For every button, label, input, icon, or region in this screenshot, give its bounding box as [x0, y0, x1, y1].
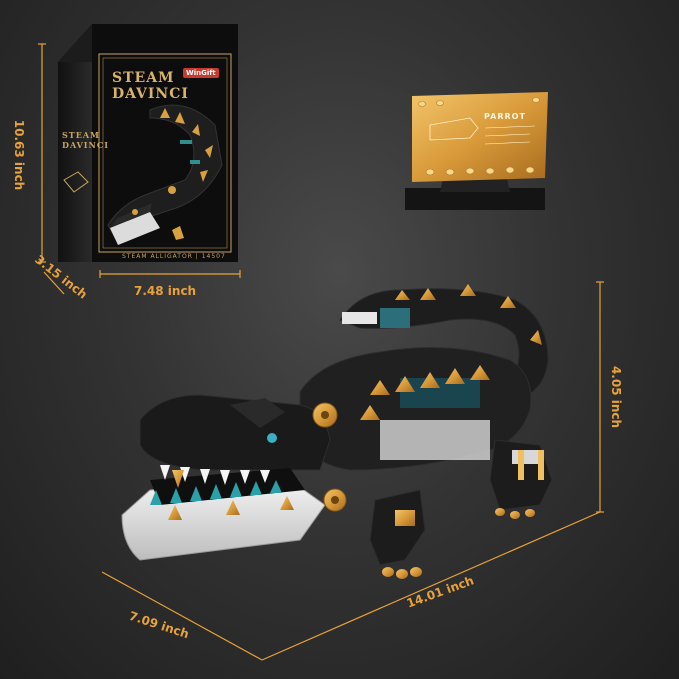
- box-caption: STEAM ALLIGATOR | 14507: [122, 253, 226, 260]
- box-side-face: [58, 24, 92, 262]
- brand-badge: WinGift: [183, 68, 219, 78]
- plate-gold-face: [412, 92, 548, 182]
- name-plate: [405, 92, 548, 210]
- alligator-model: [121, 284, 553, 579]
- dim-box-width: 7.48 inch: [134, 284, 197, 298]
- gold-spikes: [360, 284, 542, 420]
- dim-box-height: 10.63 inch: [12, 119, 27, 191]
- box-side-title-line2: DAVINCI: [62, 140, 109, 150]
- product-box: [58, 24, 238, 262]
- box-cover-alligator: [107, 104, 223, 245]
- box-title-line1: STEAM: [112, 70, 175, 86]
- box-side-title-line1: STEAM: [62, 130, 100, 140]
- plate-label: PARROT: [484, 112, 526, 121]
- dim-model-height: 4.05 inch: [609, 365, 624, 429]
- dimension-lines: [38, 43, 604, 661]
- box-title-line2: DAVINCI: [112, 86, 189, 102]
